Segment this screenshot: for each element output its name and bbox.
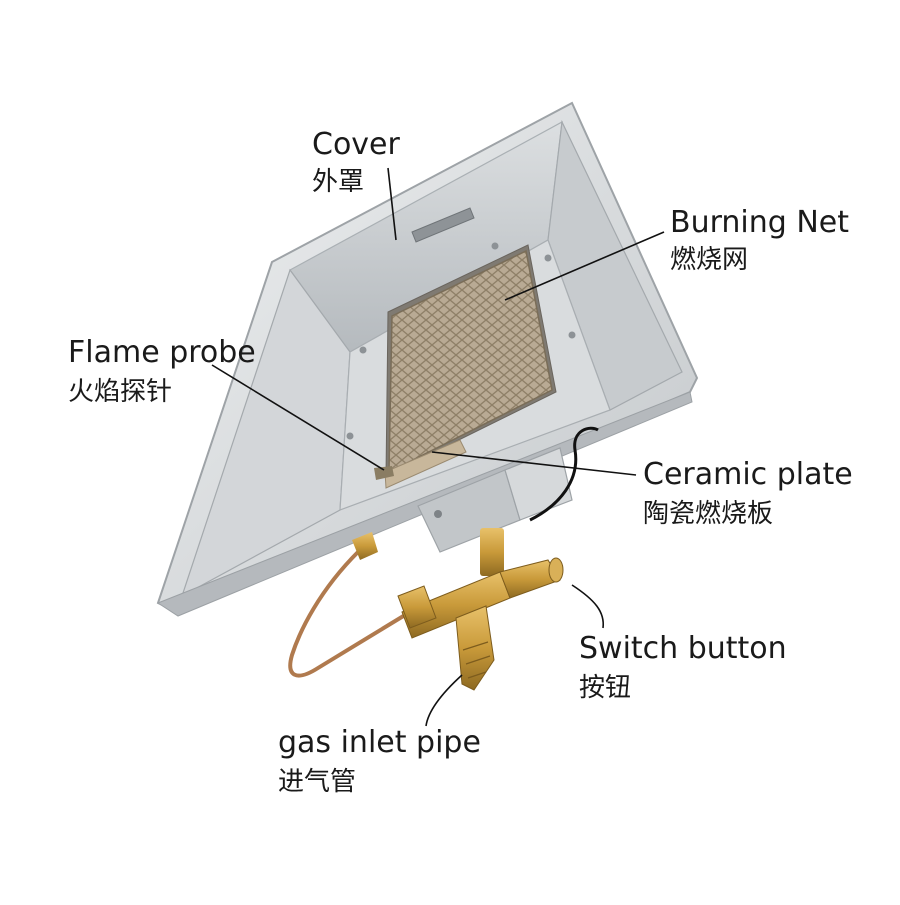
- label-gas-inlet-pipe-en: gas inlet pipe: [278, 725, 481, 760]
- label-switch-button-en: Switch button: [579, 631, 787, 666]
- label-gas-inlet-pipe: gas inlet pipe 进气管: [278, 725, 481, 797]
- screw: [346, 432, 354, 440]
- ceramic-plate: [384, 439, 467, 489]
- copper-tube: [288, 550, 412, 678]
- label-burning-net-cn: 燃烧网: [670, 245, 748, 275]
- burning-net: [374, 244, 557, 489]
- screw: [544, 254, 552, 262]
- label-ceramic-plate-en: Ceramic plate: [643, 457, 853, 492]
- probe-fitting: [352, 532, 378, 560]
- leader-burning-net: [504, 231, 665, 301]
- label-flame-probe: Flame probe 火焰探针: [68, 335, 256, 407]
- label-switch-button-cn: 按钮: [579, 673, 631, 703]
- gas-valve: [397, 528, 564, 691]
- screw: [568, 331, 576, 339]
- label-ceramic-plate-cn: 陶瓷燃烧板: [643, 499, 773, 529]
- screw: [491, 242, 499, 250]
- label-burning-net-en: Burning Net: [670, 205, 849, 240]
- label-gas-inlet-pipe-cn: 进气管: [278, 767, 356, 797]
- ignition-wire: [529, 426, 599, 522]
- label-switch-button: Switch button 按钮: [579, 631, 787, 703]
- leader-flame-probe: [211, 364, 385, 471]
- label-cover-en: Cover: [312, 127, 401, 162]
- burning-net-mesh: [388, 249, 553, 474]
- label-cover: Cover 外罩: [312, 127, 401, 197]
- leader-switch-button: [571, 584, 604, 629]
- label-cover-cn: 外罩: [312, 167, 364, 197]
- leader-cover: [387, 167, 397, 241]
- label-flame-probe-en: Flame probe: [68, 335, 256, 370]
- cover-slot: [411, 207, 475, 243]
- leader-gas-inlet-pipe: [425, 674, 463, 727]
- label-flame-probe-cn: 火焰探针: [68, 377, 172, 407]
- flame-probe: [374, 466, 394, 480]
- label-ceramic-plate: Ceramic plate 陶瓷燃烧板: [643, 457, 853, 529]
- label-burning-net: Burning Net 燃烧网: [670, 205, 849, 275]
- gas-inlet-barb: [455, 605, 495, 691]
- screw: [359, 346, 367, 354]
- leader-ceramic-plate: [431, 451, 637, 476]
